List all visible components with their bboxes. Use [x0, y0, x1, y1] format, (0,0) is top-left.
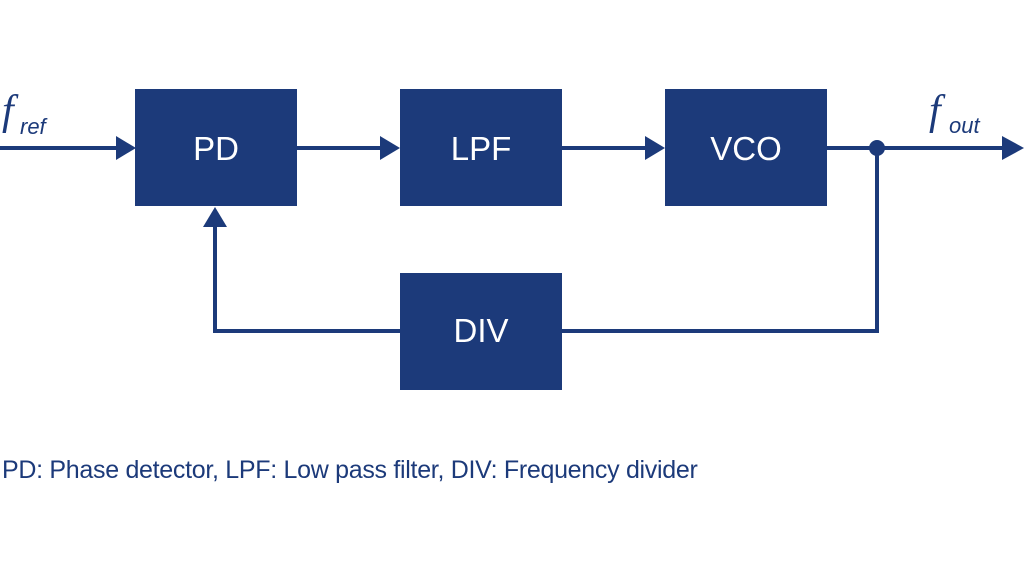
output-signal-symbol: f	[929, 88, 946, 134]
vco-label: VCO	[710, 130, 782, 167]
output-signal-label: f out	[929, 88, 980, 138]
input-signal-subscript: ref	[20, 114, 49, 139]
input-arrowhead	[116, 136, 136, 160]
pd-label: PD	[193, 130, 239, 167]
feedback-line-left	[213, 226, 400, 333]
diagram-legend-caption: PD: Phase detector, LPF: Low pass filter…	[2, 456, 698, 484]
output-signal-subscript: out	[949, 113, 980, 138]
feedback-line-right	[562, 148, 879, 333]
pd-block: PD	[135, 89, 297, 206]
lpf-to-vco-arrowhead	[645, 136, 665, 160]
input-signal-label: f ref	[2, 88, 49, 139]
input-signal-symbol: f	[2, 88, 19, 134]
output-arrowhead	[1002, 136, 1024, 160]
pd-to-lpf-arrowhead	[380, 136, 400, 160]
vco-block: VCO	[665, 89, 827, 206]
feedback-arrowhead	[203, 207, 227, 227]
lpf-label: LPF	[451, 130, 512, 167]
div-block: DIV	[400, 273, 562, 390]
div-label: DIV	[453, 312, 508, 349]
lpf-block: LPF	[400, 89, 562, 206]
